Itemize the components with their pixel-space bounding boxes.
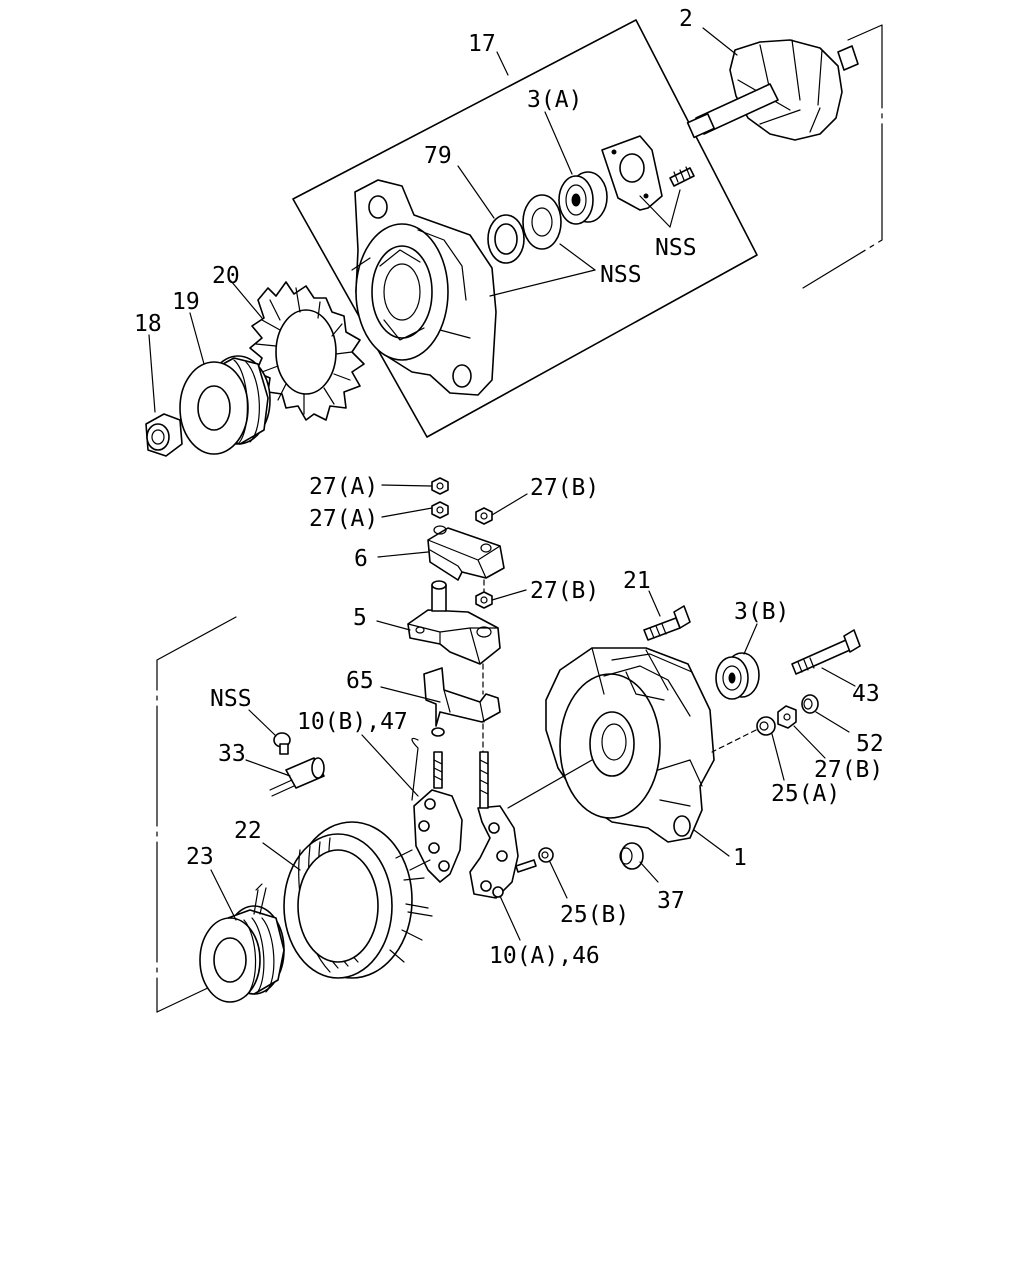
group-17-frame <box>292 19 758 438</box>
washer-52 <box>801 694 819 714</box>
label-19: 19 <box>172 289 200 315</box>
regulator-5 <box>407 580 501 665</box>
stator-axis <box>156 985 213 1013</box>
rectifier-axis <box>507 759 593 809</box>
label-10a-46: 10(A),46 <box>489 943 600 969</box>
label-10b-47: 10(B),47 <box>297 709 408 735</box>
rectifier-10a <box>469 751 537 899</box>
label-27a-2: 27(A) <box>309 506 378 532</box>
nss-screw <box>273 732 291 755</box>
leaders-middle <box>376 484 528 703</box>
leaders-top <box>148 27 738 413</box>
label-3a: 3(A) <box>527 87 582 113</box>
label-43: 43 <box>852 681 880 707</box>
nut-27b-lower <box>777 705 797 729</box>
terminal-33 <box>269 757 325 797</box>
label-25b: 25(B) <box>560 902 629 928</box>
label-21: 21 <box>623 568 651 594</box>
nut-27a-lower <box>431 501 449 519</box>
label-33: 33 <box>218 741 246 767</box>
insulator-25a <box>756 716 776 736</box>
spacer-37 <box>619 842 644 870</box>
label-nss-top-right: NSS <box>655 235 697 261</box>
retainer-screw <box>669 166 695 187</box>
nut-27b-upper <box>475 507 493 525</box>
label-37: 37 <box>657 888 685 914</box>
label-nss-mid: NSS <box>210 686 252 712</box>
stator-22 <box>283 821 433 979</box>
rear-housing-1 <box>545 647 715 843</box>
retainer-plate <box>601 135 663 211</box>
label-20: 20 <box>212 263 240 289</box>
rotor-part-2 <box>686 39 859 141</box>
seal-79 <box>487 214 525 264</box>
label-27b-3: 27(B) <box>814 757 883 783</box>
rotor-bracket <box>802 24 883 289</box>
insulator-25b <box>538 847 554 863</box>
label-52: 52 <box>856 731 884 757</box>
label-6: 6 <box>354 546 368 572</box>
label-79: 79 <box>424 143 452 169</box>
leaders-lower <box>210 590 856 941</box>
coil-23 <box>199 883 285 1003</box>
nut-27b-middle <box>475 591 493 609</box>
label-22: 22 <box>234 818 262 844</box>
label-65: 65 <box>346 668 374 694</box>
insulator-65 <box>423 667 501 727</box>
nut-27a-upper <box>431 477 449 495</box>
label-3b: 3(B) <box>734 599 789 625</box>
rectifier-10b <box>411 727 463 883</box>
bolt-21 <box>643 605 691 641</box>
lower-bracket <box>156 616 237 1013</box>
cover-6 <box>427 525 505 581</box>
label-18: 18 <box>134 311 162 337</box>
label-25a: 25(A) <box>771 781 840 807</box>
label-5: 5 <box>353 605 367 631</box>
bearing-3a <box>558 171 608 225</box>
label-27b-2: 27(B) <box>530 578 599 604</box>
bolt-43 <box>791 629 861 675</box>
washer <box>522 194 562 250</box>
front-housing <box>351 179 497 396</box>
label-nss-top: NSS <box>600 262 642 288</box>
bearing-3b <box>715 652 760 700</box>
label-27b-1: 27(B) <box>530 475 599 501</box>
label-23: 23 <box>186 844 214 870</box>
pulley-19 <box>179 355 271 455</box>
nut-18 <box>145 413 183 457</box>
label-2: 2 <box>679 6 693 32</box>
label-1: 1 <box>733 845 747 871</box>
label-17: 17 <box>468 31 496 57</box>
label-27a-1: 27(A) <box>309 474 378 500</box>
bolt-axis <box>711 729 757 753</box>
